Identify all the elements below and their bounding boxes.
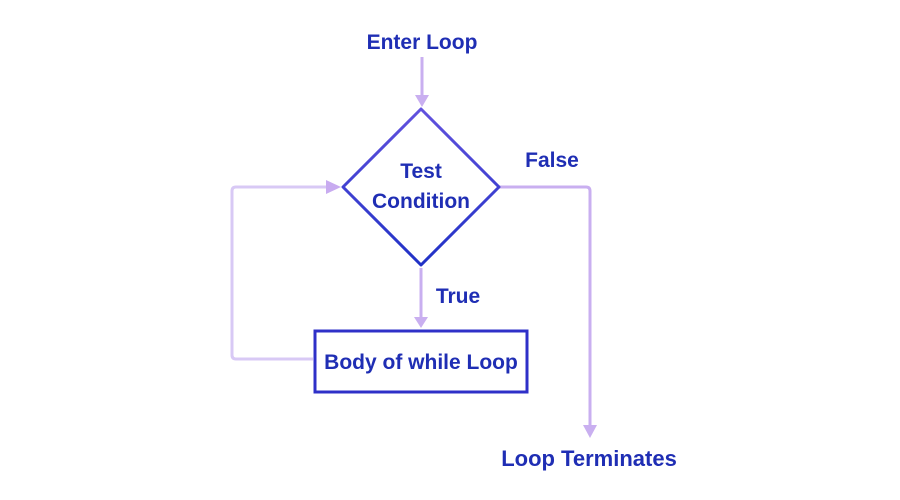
false-arrowhead-icon [583, 425, 597, 438]
true-edge-label: True [436, 285, 480, 308]
edge-false: False [499, 149, 597, 438]
node-loop-body: Body of while Loop [313, 329, 529, 394]
loop-body-label: Body of while Loop [324, 351, 518, 374]
loop-terminates-label: Loop Terminates [501, 446, 677, 471]
node-test-condition: Test Condition [341, 107, 501, 267]
false-line [499, 185, 592, 425]
edge-true: True [414, 268, 480, 328]
process-rect-shape [313, 329, 529, 394]
loopback-arrowhead-icon [326, 180, 341, 194]
condition-label-line2: Condition [372, 190, 470, 213]
true-arrowhead-icon [414, 317, 428, 328]
decision-diamond-shape [341, 107, 501, 267]
edge-enter-to-condition [415, 57, 429, 107]
edge-loopback [230, 180, 341, 361]
false-edge-label: False [525, 149, 579, 172]
loopback-line [230, 185, 326, 361]
enter-loop-label: Enter Loop [367, 31, 478, 54]
condition-label-line1: Test [400, 160, 442, 183]
enter-arrowhead-icon [415, 95, 429, 107]
